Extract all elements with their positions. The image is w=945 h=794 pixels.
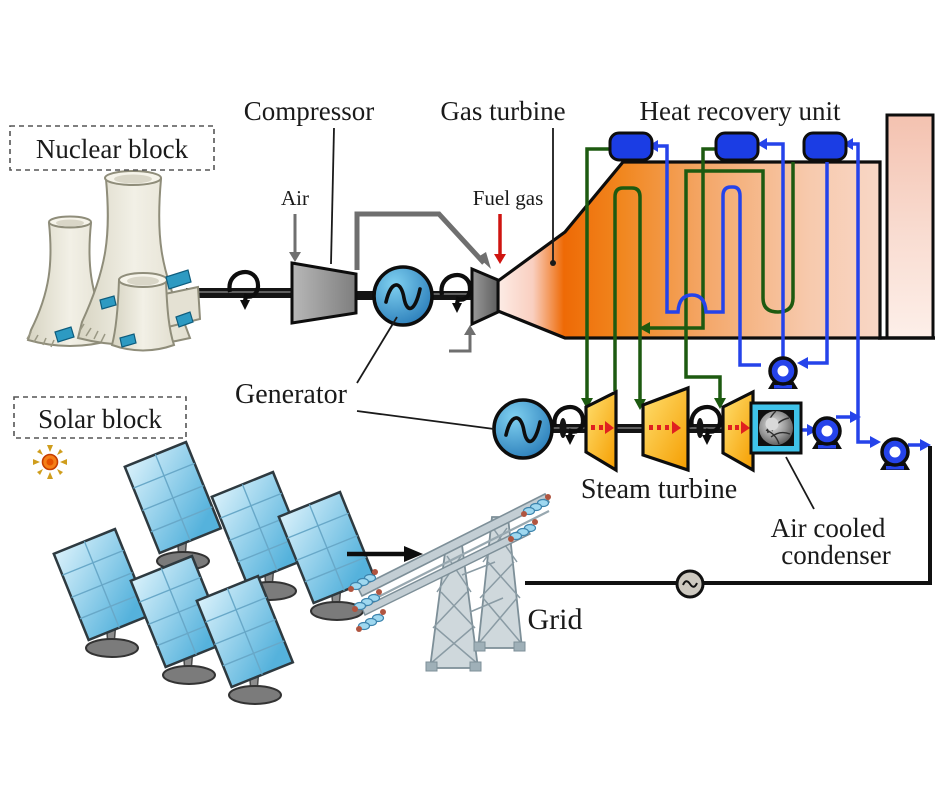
fan-hub [765, 417, 779, 431]
air-label: Air [281, 186, 309, 210]
grid-label: Grid [528, 603, 583, 636]
shaft-coupling [559, 418, 567, 438]
arrow-icon [605, 421, 614, 434]
tilde-icon [682, 580, 698, 588]
generator-pointer-2 [356, 410, 495, 430]
flow-dash [665, 425, 669, 430]
arrow-icon [797, 357, 808, 369]
gas-generator [372, 265, 434, 327]
arrow-icon [289, 252, 301, 262]
heat-recovery-unit-label: Heat recovery unit [640, 96, 841, 126]
arrow-icon [494, 254, 506, 264]
feedwater-pump-1 [766, 356, 800, 391]
air-cooled-condenser-label-2: condenser [781, 540, 890, 570]
tower-base-ribs [26, 323, 106, 348]
compressor-pointer [330, 127, 335, 265]
generator-label: Generator [235, 379, 348, 410]
steam-drum-1 [608, 131, 654, 162]
arrow-icon [478, 252, 491, 269]
arrow-icon [634, 399, 646, 410]
nuclear-cooling-towers [26, 170, 202, 352]
generator-pointer-1 [356, 316, 398, 384]
shaft-compressor-generator [353, 291, 377, 300]
flow-dash [657, 425, 661, 430]
arrow-icon [639, 322, 650, 334]
steam-turbine-stage-3 [721, 389, 755, 473]
arrow-icon [920, 439, 931, 451]
feedwater-pump-3 [878, 437, 912, 472]
compressed-air-pipe [354, 211, 486, 270]
flow-dash [735, 425, 739, 430]
arrow-icon [843, 138, 853, 150]
steam-pipe-arrows [581, 322, 726, 410]
pointer-lines [330, 127, 815, 510]
feedwater-pump-2 [810, 416, 844, 451]
arrow-icon [870, 436, 881, 448]
pointer-dot [550, 260, 556, 266]
shaft-generator-turbine [430, 291, 475, 300]
steam-pipe-to-turbine3 [684, 162, 795, 399]
flow-dash [728, 425, 732, 430]
arrow-icon [714, 398, 726, 409]
transmission-tower [347, 492, 552, 672]
nuclear-block-box [9, 125, 215, 171]
air-cooled-condenser-label-1: Air cooled [771, 513, 886, 543]
air-cooled-condenser [749, 401, 803, 455]
gas-turbine-inlet [470, 266, 500, 327]
fuel-gas-label: Fuel gas [473, 186, 544, 210]
grid-electric-line [525, 446, 932, 585]
steam-drums [608, 131, 848, 162]
solar-field [52, 440, 377, 706]
arrow-icon [464, 325, 476, 335]
steam-pipe-reheat [613, 186, 642, 400]
flow-dash [649, 425, 653, 430]
solar-panel-1 [123, 440, 223, 572]
steam-drum-3 [802, 131, 848, 162]
sun-icon [33, 445, 67, 479]
gt-bleed-arrow [449, 334, 472, 353]
solar-block-box [13, 396, 187, 439]
condenser-pointer [785, 456, 815, 510]
turbine-flow-arrows [591, 421, 750, 434]
gas-turbine-label: Gas turbine [440, 96, 565, 126]
tower-rim-inner [114, 174, 152, 184]
exhaust-stack [885, 113, 935, 340]
water-pipe-economizer-drum1 [656, 144, 761, 367]
arrow-icon [404, 546, 423, 562]
arrow-icon [741, 421, 750, 434]
water-pipe-riser-drum3 [850, 142, 872, 444]
plant-structures [54, 269, 194, 348]
arrow-icon [850, 411, 861, 423]
compressor [290, 261, 358, 325]
arrow-icon [672, 421, 681, 434]
shaft-coupling [696, 418, 704, 438]
flow-dash [599, 425, 603, 430]
flow-dash [591, 425, 595, 430]
steam-pipe-drum1-to-turbine1 [585, 147, 611, 399]
compressor-label: Compressor [244, 96, 375, 126]
steam-pipe-drum2-downcomer [648, 147, 716, 330]
nuclear-shaft [186, 288, 294, 298]
steam-pipes [585, 147, 795, 400]
water-pipe-drum3-to-pump1 [804, 162, 829, 365]
steam-generator [492, 398, 554, 460]
heat-recovery-unit-body [496, 160, 882, 340]
steam-turbine-label: Steam turbine [581, 474, 737, 505]
solar-block-label: Solar block [38, 404, 162, 434]
tower-rim-inner [127, 276, 159, 286]
nuclear-block-label: Nuclear block [36, 134, 189, 164]
arrow-icon [581, 398, 593, 409]
water-pipes [656, 142, 923, 447]
steam-drum-2 [714, 131, 760, 162]
steam-turbine-stage-1 [584, 389, 618, 473]
water-pipe-pump1-to-drum2 [765, 142, 785, 358]
arrow-icon [757, 138, 767, 150]
tower-rim-inner [56, 219, 84, 227]
